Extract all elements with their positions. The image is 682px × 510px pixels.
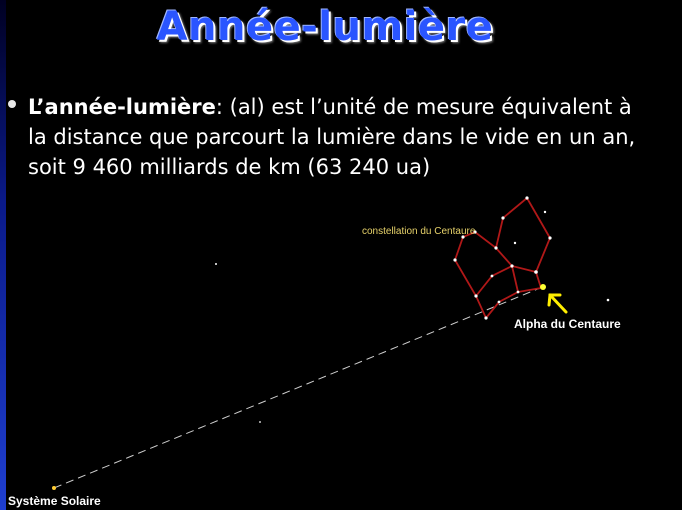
arrow-icon bbox=[547, 293, 568, 314]
solar-system-label: Système Solaire bbox=[8, 494, 101, 508]
star bbox=[259, 421, 261, 423]
star bbox=[474, 294, 478, 298]
star bbox=[501, 216, 505, 220]
star bbox=[490, 274, 494, 278]
bullet-term: L’année-lumière bbox=[28, 95, 216, 119]
star bbox=[453, 258, 457, 262]
constellation-stars bbox=[215, 196, 610, 423]
star bbox=[484, 316, 488, 320]
star bbox=[494, 246, 498, 250]
bullet-text: L’année-lumière: (al) est l’unité de mes… bbox=[28, 92, 648, 182]
solar-system-star bbox=[52, 486, 56, 490]
left-accent-bar bbox=[0, 0, 6, 510]
star bbox=[606, 298, 610, 302]
star bbox=[525, 196, 529, 200]
distance-line bbox=[53, 287, 541, 489]
star bbox=[513, 241, 517, 245]
star bbox=[473, 230, 477, 234]
constellation-line-branch bbox=[475, 265, 513, 297]
star bbox=[461, 235, 465, 239]
slide-title: Année-lumière bbox=[156, 4, 494, 50]
alpha-centauri-label: Alpha du Centaure bbox=[514, 317, 621, 331]
star bbox=[516, 290, 520, 294]
star bbox=[510, 264, 514, 268]
star bbox=[534, 270, 538, 274]
constellation-lines bbox=[454, 196, 552, 319]
star bbox=[215, 263, 217, 265]
constellation-line-inner bbox=[495, 247, 537, 273]
bullet-item: L’année-lumière: (al) est l’unité de mes… bbox=[8, 92, 668, 182]
bullet-definition: : (al) est l’unité de mesure équivalent … bbox=[28, 95, 636, 179]
star bbox=[548, 236, 552, 240]
constellation-label: constellation du Centaure bbox=[362, 226, 476, 237]
bullet-dot-icon bbox=[8, 100, 16, 108]
alpha-centauri-star bbox=[540, 284, 546, 290]
star bbox=[543, 210, 547, 214]
star bbox=[497, 300, 501, 304]
constellation-line-foot bbox=[485, 291, 519, 319]
